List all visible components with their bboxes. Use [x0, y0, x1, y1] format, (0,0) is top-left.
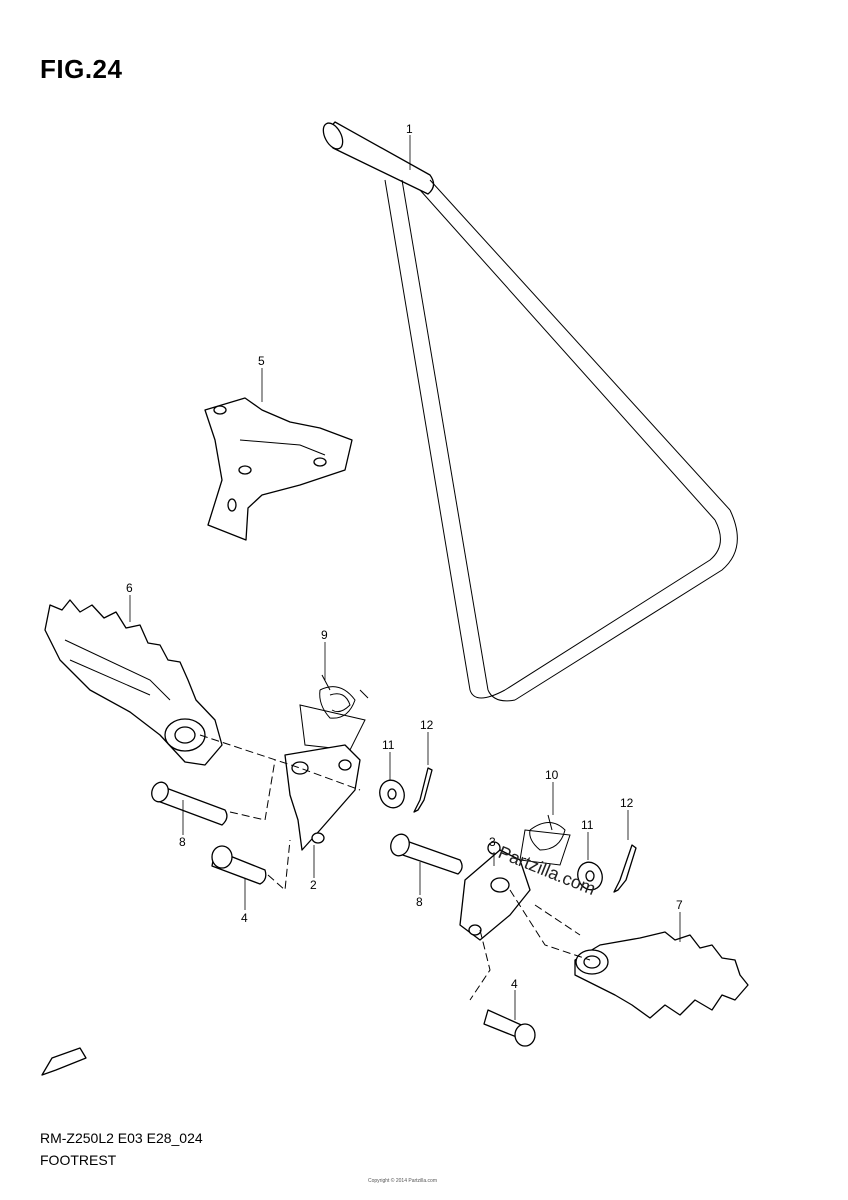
part-washer-left[interactable]	[376, 777, 408, 812]
callout-5: 5	[258, 354, 265, 368]
callout-11-left: 11	[382, 738, 395, 752]
callout-4-right: 4	[511, 977, 518, 991]
callout-10: 10	[545, 768, 559, 782]
part-washer-right[interactable]	[574, 859, 606, 894]
part-pin-right[interactable]	[388, 832, 463, 875]
part-pivot-bracket-left[interactable]	[284, 744, 361, 851]
callout-11-right: 11	[581, 818, 594, 832]
callout-2: 2	[310, 878, 317, 892]
figure-title: FIG.24	[40, 54, 123, 84]
callout-8-right: 8	[416, 895, 423, 909]
part-pivot-bracket-right[interactable]	[459, 849, 531, 941]
part-bolt-left[interactable]	[211, 845, 267, 885]
part-bracket[interactable]	[204, 397, 353, 541]
callout-12-left: 12	[420, 718, 434, 732]
part-footpeg-left[interactable]	[44, 599, 223, 766]
figure-name: FOOTREST	[40, 1152, 117, 1168]
copyright-text: Copyright © 2014 Partzilla.com	[368, 1178, 437, 1184]
part-cotter-pin-left[interactable]	[413, 767, 433, 813]
callout-4-left: 4	[241, 911, 248, 925]
model-code: RM-Z250L2 E03 E28_024	[40, 1130, 203, 1146]
callout-6: 6	[126, 581, 133, 595]
callout-9: 9	[321, 628, 328, 642]
part-spring-left[interactable]	[299, 674, 369, 751]
callout-3: 3	[489, 835, 496, 849]
part-cotter-pin-right[interactable]	[613, 844, 637, 893]
part-pin-left[interactable]	[149, 780, 228, 826]
part-side-stand[interactable]	[319, 120, 738, 702]
callout-1: 1	[406, 122, 413, 136]
part-footpeg-right[interactable]	[574, 931, 749, 1019]
part-spring-right[interactable]	[519, 814, 571, 866]
part-bolt-right[interactable]	[483, 1009, 536, 1047]
forward-arrow-icon: FWD	[41, 1047, 87, 1076]
callout-7: 7	[676, 898, 683, 912]
callout-12-right: 12	[620, 796, 634, 810]
callout-8-left: 8	[179, 835, 186, 849]
